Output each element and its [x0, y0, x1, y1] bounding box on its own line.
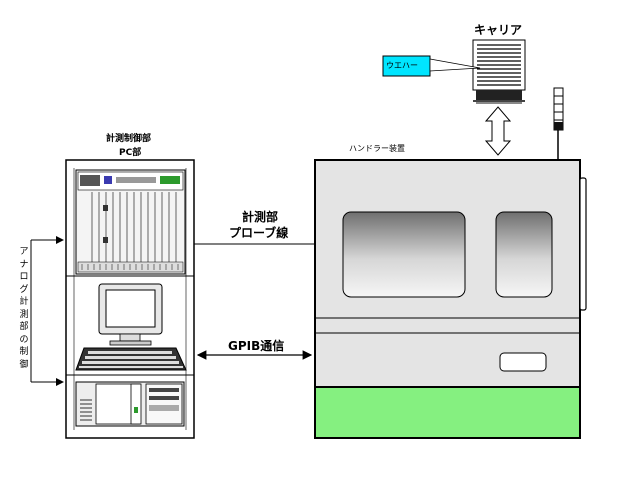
wafer-callout — [382, 55, 481, 77]
analog-char: 部 — [19, 322, 29, 332]
probe-label-line1: 計測部 — [242, 210, 279, 224]
carrier-title: キャリア — [474, 23, 523, 37]
analog-char: 測 — [19, 309, 29, 320]
keyboard-icon — [75, 347, 187, 371]
handler-title: ハンドラー装置 — [349, 144, 405, 153]
wafer-label: ウエハー — [386, 61, 418, 70]
probe-label-line2: プローブ線 — [229, 226, 289, 240]
analog-line — [30, 236, 64, 386]
carrier-icon — [472, 39, 526, 104]
monitor-icon — [98, 283, 163, 346]
analog-char: の — [19, 334, 29, 345]
analog-char: ロ — [19, 272, 29, 282]
analog-char: グ — [19, 284, 29, 295]
pc-rack — [65, 159, 195, 439]
gpib-label: GPIB通信 — [228, 339, 285, 353]
analog-label: ア ナ ロ グ 計 測 部 の 制 御 — [18, 246, 30, 371]
handler-unit — [314, 159, 587, 439]
pc-unit-icon — [75, 381, 185, 427]
analog-char: 制 — [19, 347, 29, 357]
carrier-transfer-arrow — [484, 106, 512, 156]
analog-char: ア — [19, 247, 29, 257]
rack-title-line1: 計測制御部 — [106, 134, 152, 144]
analog-char: 計 — [19, 297, 29, 307]
rack-title-line2: PC部 — [119, 148, 142, 158]
signal-tower-icon — [553, 87, 564, 160]
analog-char: 御 — [19, 359, 29, 370]
measurement-instrument-icon — [75, 169, 186, 275]
analog-char: ナ — [19, 259, 29, 270]
